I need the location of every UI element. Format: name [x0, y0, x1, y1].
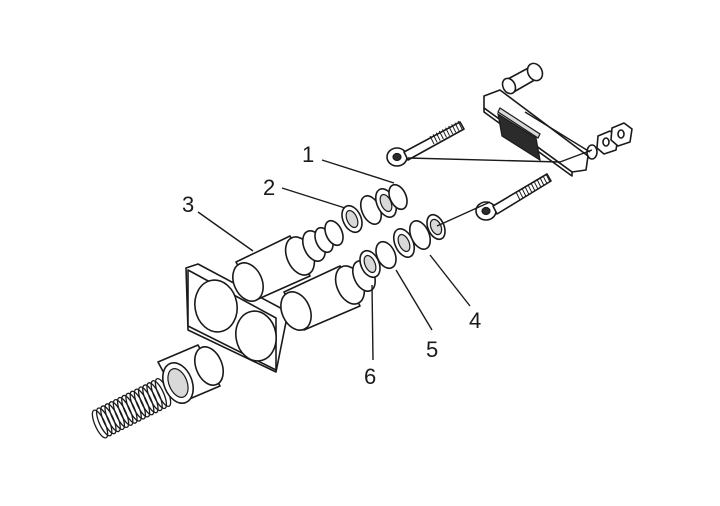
- thread-mark: [518, 189, 524, 199]
- thread-mark: [536, 179, 542, 188]
- thread-mark: [539, 177, 545, 186]
- thread-mark: [454, 122, 460, 131]
- thread-mark: [515, 191, 521, 201]
- callout-6: 6: [364, 364, 376, 389]
- thread-mark: [432, 134, 438, 143]
- spring-coil: [150, 380, 168, 410]
- thread-mark: [445, 127, 451, 136]
- leader-lines: [197, 159, 471, 361]
- thread-mark: [438, 130, 444, 140]
- thread-mark: [457, 120, 463, 130]
- assembly-axis-lines: [407, 111, 593, 227]
- upper-eye-bolt: [386, 120, 465, 167]
- nut-washer-set: [586, 122, 633, 160]
- thread-mark: [441, 129, 447, 138]
- bracket-pin: [501, 62, 544, 95]
- thread-mark: [521, 188, 527, 197]
- spring-sleeve: [157, 344, 224, 404]
- thread-mark: [429, 135, 435, 145]
- lower-cylinder: [280, 260, 377, 331]
- callout-1: 1: [302, 142, 314, 167]
- coil-spring: [91, 377, 172, 439]
- thread-mark: [524, 186, 530, 195]
- thread-mark: [530, 182, 536, 192]
- thread-mark: [451, 124, 457, 133]
- callout-5: 5: [426, 337, 438, 362]
- mounting-plate: [185, 263, 289, 373]
- thread-mark: [448, 125, 454, 135]
- thread-mark: [527, 184, 533, 194]
- callout-4: 4: [469, 308, 481, 333]
- upper-cylinder: [232, 226, 334, 302]
- thread-mark: [435, 132, 441, 141]
- thread-mark: [545, 173, 551, 183]
- upper-seal-set: [324, 183, 408, 247]
- lower-eye-bolt: [475, 173, 552, 221]
- thread-mark: [533, 180, 539, 190]
- yoke-bracket: [483, 89, 589, 177]
- thread-mark: [542, 175, 548, 185]
- callout-2: 2: [263, 175, 275, 200]
- lower-seal-set: [359, 213, 446, 279]
- callout-3: 3: [182, 192, 194, 217]
